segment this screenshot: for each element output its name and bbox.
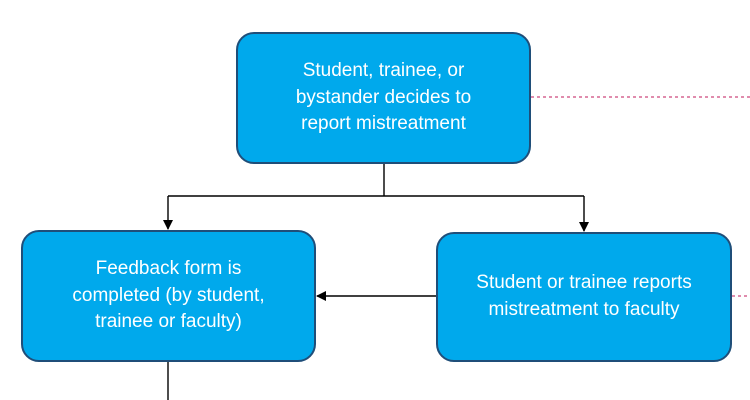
box-text-line: Student, trainee, or	[302, 59, 465, 81]
box-text-line: trainee or faculty)	[95, 311, 242, 333]
box-text-line: completed (by student,	[72, 284, 265, 306]
report-to-faculty-box: Student or trainee reports mistreatment …	[436, 232, 732, 362]
box-text-line: report mistreatment	[301, 113, 466, 135]
box-text-line: Feedback form is	[95, 257, 242, 279]
feedback-form-box: Feedback form is completed (by student, …	[21, 230, 316, 362]
decide-to-report-box: Student, trainee, or bystander decides t…	[236, 32, 531, 164]
box-text-line: bystander decides to	[295, 86, 472, 108]
decide-to-report-text: Student, trainee, or bystander decides t…	[296, 58, 471, 139]
feedback-form-text: Feedback form is completed (by student, …	[72, 256, 264, 337]
box-text-line: Student or trainee reports	[476, 272, 692, 294]
report-to-faculty-text: Student or trainee reports mistreatment …	[476, 270, 691, 324]
box-text-line: mistreatment to faculty	[488, 299, 680, 320]
